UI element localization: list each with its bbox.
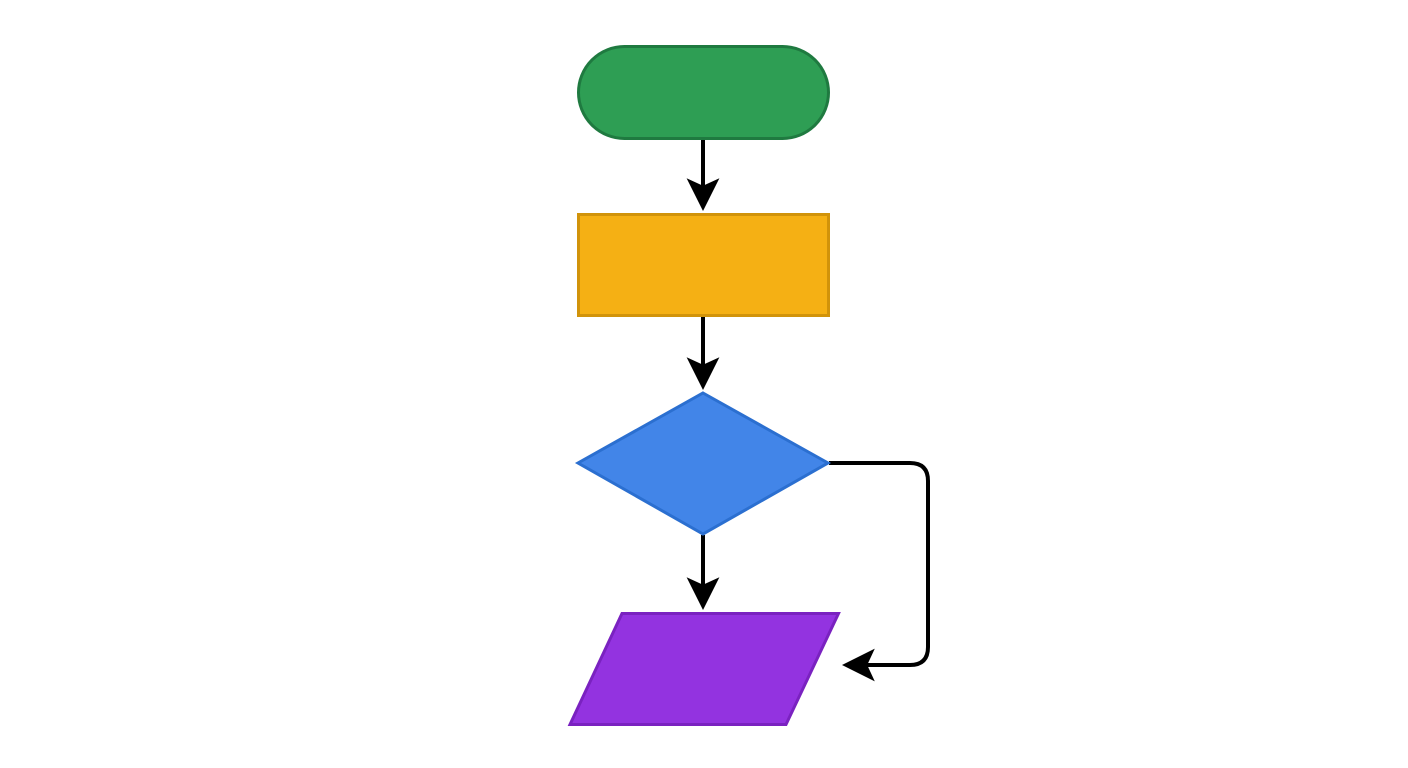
node-decision-shape[interactable] [574,391,832,536]
node-process-shape[interactable] [577,213,830,317]
node-process[interactable] [577,213,830,317]
node-start-shape[interactable] [577,45,830,140]
node-decision[interactable] [574,391,832,536]
node-io-shape[interactable] [567,612,841,726]
edge-layer [686,140,930,682]
node-io[interactable] [567,612,841,726]
node-layer [567,45,841,726]
node-start[interactable] [577,45,830,140]
edge-decision-loop-to-io [829,461,930,682]
